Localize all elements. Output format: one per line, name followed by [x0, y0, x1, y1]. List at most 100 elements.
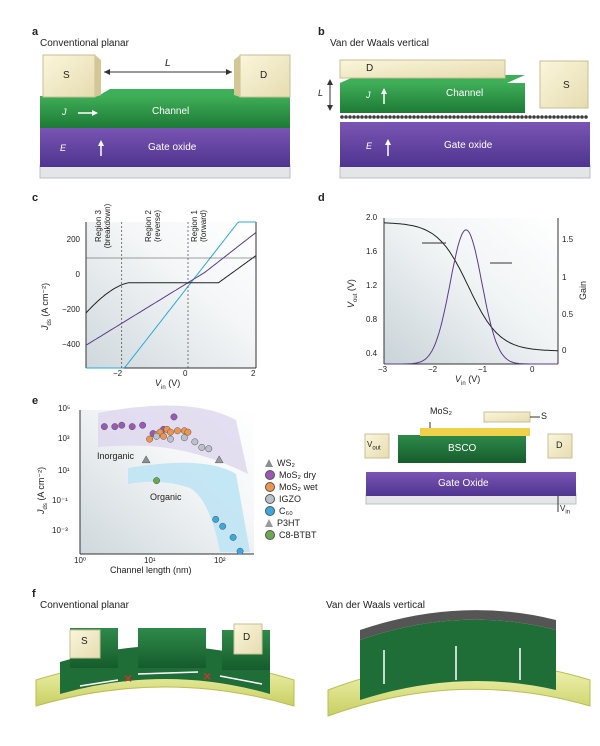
data-point	[170, 413, 178, 421]
panel-b-gate: Gate oxide	[444, 140, 493, 151]
panel-a-channel: Channel	[152, 106, 190, 117]
d-y2tick-0: 1.5	[562, 235, 574, 244]
data-point	[118, 421, 126, 429]
graphene-atom	[360, 115, 364, 119]
data-point	[153, 477, 161, 485]
graphene-atom	[400, 115, 404, 119]
panel-d-ylabel: Vout (V)	[346, 279, 359, 308]
graphene-atom	[480, 115, 484, 119]
c-ytick-1: 0	[75, 270, 80, 279]
gain-curve	[384, 229, 558, 365]
region1-label: Region 1(forward)	[190, 209, 208, 243]
graphene-atom	[488, 115, 492, 119]
legend-item: MoS₂ wet	[265, 481, 318, 493]
svg-text:×: ×	[124, 670, 132, 686]
graphene-atom	[440, 115, 444, 119]
d-ytick-1: 1.6	[366, 247, 378, 256]
graphene-atom	[344, 115, 348, 119]
graphene-atom	[512, 115, 516, 119]
legend-item: C₆₀	[265, 505, 318, 517]
panel-f-left: × ×	[35, 623, 295, 707]
graphene-atom	[432, 115, 436, 119]
legend-label: P3HT	[277, 518, 301, 528]
legend-label: C8-BTBT	[279, 530, 317, 540]
panel-b-title: Van der Waals vertical	[330, 38, 429, 49]
data-point	[167, 435, 174, 443]
d-ytick-0: 2.0	[366, 213, 378, 222]
graphene-atom	[420, 115, 424, 119]
data-point	[184, 428, 192, 436]
panel-c-xlabel: Vin (V)	[155, 378, 181, 391]
e-xtick-2: 10²	[214, 556, 226, 565]
data-point	[128, 423, 136, 431]
graphene-atom	[508, 115, 512, 119]
device-vout-label: Vout	[367, 440, 381, 452]
d-ytick-4: 0.4	[366, 349, 378, 358]
panel-b-j: J	[366, 90, 371, 100]
c-xtick-1: 0	[183, 369, 188, 378]
graphene-atom	[572, 115, 576, 119]
curve-purple	[85, 232, 257, 346]
data-point	[191, 438, 199, 446]
data-point	[167, 428, 174, 436]
graphene-atom	[352, 115, 356, 119]
data-point	[180, 434, 188, 442]
graphene-atom	[532, 115, 536, 119]
panel-a-length: L	[165, 58, 171, 69]
legend-swatch	[265, 506, 275, 516]
graphene-atom	[424, 115, 428, 119]
graphene-atom	[460, 115, 464, 119]
legend-label: IGZO	[279, 494, 301, 504]
vout-curve	[384, 222, 558, 352]
panel-f-letter: f	[32, 588, 36, 600]
panel-b-channel: Channel	[446, 88, 484, 99]
device-bsco-label: BSCO	[448, 443, 477, 454]
data-point	[100, 423, 108, 431]
device-d-label: D	[556, 440, 563, 450]
data-point	[219, 522, 227, 530]
d-xtick-2: −1	[478, 365, 488, 374]
svg-text:×: ×	[203, 668, 211, 684]
panel-b-e: E	[366, 141, 373, 151]
data-point	[236, 547, 244, 555]
c-xtick-2: 2	[251, 369, 256, 378]
c-xtick-0: −2	[113, 369, 123, 378]
graphene-atom	[412, 115, 416, 119]
graphene-atom	[524, 115, 528, 119]
device-mos2-label: MoS₂	[430, 406, 452, 416]
graphene-atom	[396, 115, 400, 119]
panel-d-y2label: Gain	[578, 280, 588, 300]
data-point	[198, 443, 206, 451]
graphene-atom	[468, 115, 472, 119]
c-ytick-2: −200	[61, 305, 80, 314]
graphene-atom	[520, 115, 524, 119]
panel-b-source: S	[563, 80, 570, 91]
e-ytick-1: 10³	[58, 434, 70, 443]
graphene-atom	[364, 115, 368, 119]
data-point	[214, 455, 224, 464]
e-ytick-2: 10¹	[58, 466, 70, 475]
panel-a-title: Conventional planar	[40, 38, 129, 49]
panel-a-device	[39, 54, 291, 179]
panel-d-xlabel: Vin (V)	[455, 374, 481, 387]
graphene-atom	[372, 115, 376, 119]
graphene-atom	[456, 115, 460, 119]
data-point	[229, 533, 237, 541]
graphene-atom	[516, 115, 520, 119]
graphene-atom	[448, 115, 452, 119]
graphene-atom	[404, 115, 408, 119]
graphene-atom	[576, 115, 580, 119]
graphene-atom	[348, 115, 352, 119]
graphene-atom	[444, 115, 448, 119]
graphene-atom	[556, 115, 560, 119]
legend-label: MoS₂ wet	[279, 482, 318, 492]
e-xtick-0: 10⁰	[74, 556, 87, 565]
panel-c-ylabel: Jds (A cm⁻²)	[40, 282, 53, 330]
graphene-atom	[504, 115, 508, 119]
d-xtick-3: 0	[530, 365, 535, 374]
graphene-atom	[416, 115, 420, 119]
graphene-atom	[536, 115, 540, 119]
